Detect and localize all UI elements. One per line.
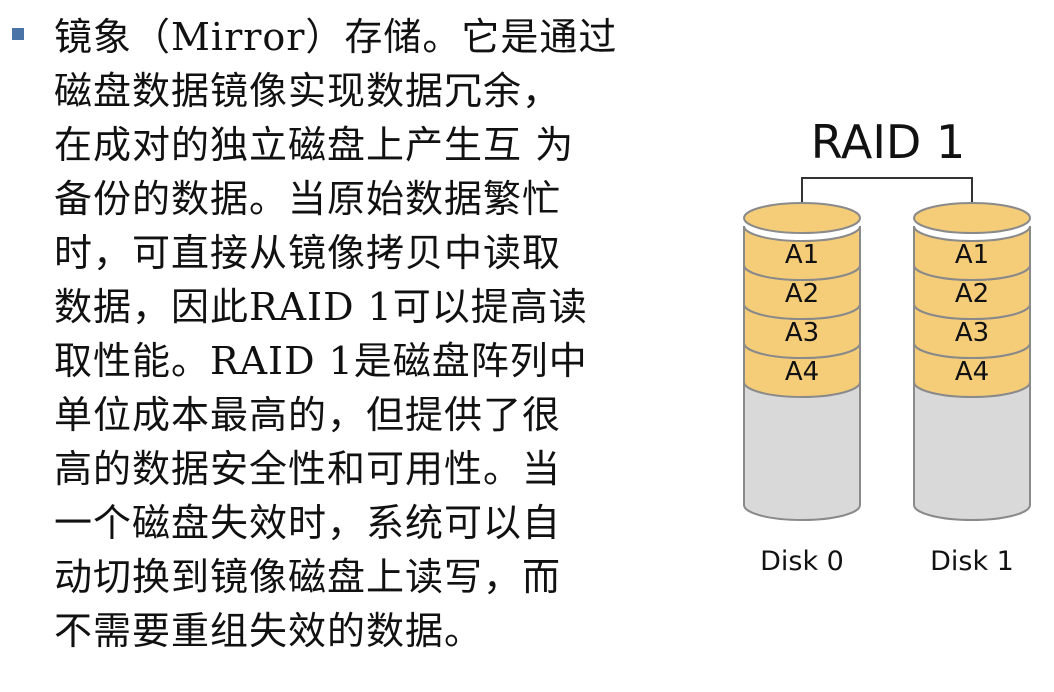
diagram-title: RAID 1	[811, 115, 965, 169]
disk-1-label: Disk 1	[930, 546, 1014, 577]
text-line-5: 时，可直接从镜像拷贝中读取	[54, 231, 562, 275]
raid1-diagram-svg: RAID 1 A1 A2 A3 A4 Disk 0	[743, 115, 1031, 577]
text-line-7: 取性能。RAID 1是磁盘阵列中	[54, 339, 588, 383]
disk-1-top	[913, 202, 1031, 234]
mirror-connector	[801, 177, 973, 204]
raid1-diagram: RAID 1 A1 A2 A3 A4 Disk 0	[690, 100, 1054, 600]
text-line-2: 磁盘数据镜像实现数据冗余，	[54, 69, 562, 113]
disk-1: A1 A2 A3 A4 Disk 1	[913, 202, 1031, 577]
body-text: 镜象（Mirror）存储。它是通过 磁盘数据镜像实现数据冗余， 在成对的独立磁盘…	[54, 10, 654, 658]
disk-1-block-1	[913, 225, 1031, 281]
text-line-1: 镜象（Mirror）存储。它是通过	[54, 15, 618, 59]
text-line-10: 一个磁盘失效时，系统可以自	[54, 501, 562, 545]
disk-1-block-label-1: A1	[955, 240, 989, 270]
disk-0: A1 A2 A3 A4 Disk 0	[743, 202, 861, 577]
disk-0-top	[743, 202, 861, 234]
disk-1-block-label-3: A3	[955, 318, 989, 348]
text-line-3: 在成对的独立磁盘上产生互 为	[54, 123, 575, 167]
text-line-8: 单位成本最高的，但提供了很	[54, 393, 562, 437]
square-bullet-icon	[12, 28, 24, 40]
disk-1-block-label-4: A4	[955, 357, 989, 387]
disk-0-body	[743, 381, 861, 521]
disk-0-block-label-3: A3	[785, 318, 819, 348]
disk-1-body	[913, 381, 1031, 521]
disk-0-block-label-1: A1	[785, 240, 819, 270]
text-line-6: 数据，因此RAID 1可以提高读	[54, 285, 588, 329]
text-line-9: 高的数据安全性和可用性。当	[54, 447, 562, 491]
text-line-11: 动切换到镜像磁盘上读写，而	[54, 555, 562, 599]
disk-0-block-label-4: A4	[785, 357, 819, 387]
disk-1-block-label-2: A2	[955, 279, 989, 309]
disk-0-label: Disk 0	[760, 546, 844, 577]
disk-0-block-label-2: A2	[785, 279, 819, 309]
text-line-4: 备份的数据。当原始数据繁忙	[54, 177, 562, 221]
disk-0-block-1	[743, 225, 861, 281]
text-line-12: 不需要重组失效的数据。	[54, 609, 484, 653]
